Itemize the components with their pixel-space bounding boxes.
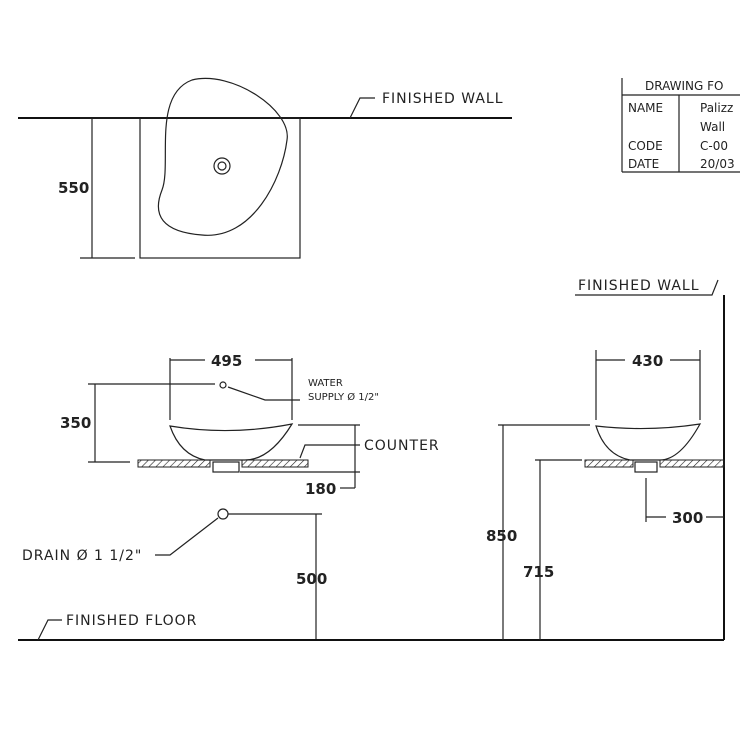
title-block-header: DRAWING FO [645, 79, 724, 93]
basin-front [169, 423, 294, 461]
code-key: CODE [628, 139, 663, 153]
front-height-dimension: 350 [60, 414, 91, 432]
water-supply-point [219, 381, 227, 389]
counter-thickness-dimension: 180 [305, 480, 336, 498]
counter-height-dimension: 715 [523, 563, 554, 581]
water-supply-label-1: WATER [308, 378, 343, 389]
basin-plan [157, 77, 288, 236]
front-view: 495 WATER SUPPLY Ø 1/2" 350 180 COUNTER … [18, 352, 724, 641]
basin-side [595, 423, 702, 461]
side-view: FINISHED WALL 430 850 715 300 [486, 278, 725, 640]
drain-fitting [212, 461, 240, 473]
name-key: NAME [628, 101, 663, 115]
drain-height-dimension: 500 [296, 570, 327, 588]
drain-label: DRAIN Ø 1 1/2" [22, 548, 142, 564]
total-height-dimension: 850 [486, 527, 517, 545]
date-key: DATE [628, 157, 659, 171]
front-width-dimension: 495 [211, 352, 242, 370]
plan-view: FINISHED WALL 550 [18, 77, 512, 259]
side-finished-wall-label: FINISHED WALL [578, 278, 700, 294]
water-supply-label-2: SUPPLY Ø 1/2" [308, 391, 379, 403]
title-block: DRAWING FO NAME Palizz Wall CODE C-00 DA… [621, 78, 740, 173]
counter-outline [139, 117, 301, 259]
depth-dimension: 550 [58, 179, 89, 197]
side-width-dimension: 430 [632, 352, 663, 370]
name-value-2: Wall [700, 120, 725, 134]
wall-offset-dimension: 300 [672, 509, 703, 527]
finished-floor-label: FINISHED FLOOR [66, 613, 197, 629]
code-value: C-00 [700, 139, 728, 153]
drain-point [217, 508, 229, 520]
name-value: Palizz [700, 101, 733, 115]
date-value: 20/03 [700, 157, 735, 171]
finished-wall-label: FINISHED WALL [382, 91, 504, 107]
counter-label: COUNTER [364, 438, 440, 454]
